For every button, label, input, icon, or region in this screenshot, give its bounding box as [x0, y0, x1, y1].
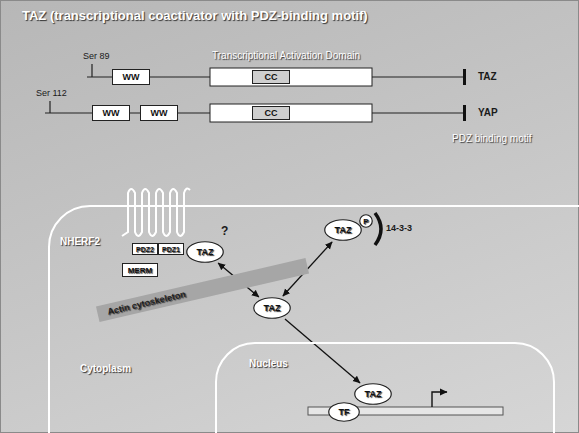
- circle-shape: [360, 215, 373, 228]
- title-text: TAZ (transcriptional coactivator with PD…: [22, 8, 368, 23]
- label-holder: PDZ binding motif: [452, 133, 531, 144]
- actin-band-text: Actin cytoskeleton: [106, 289, 186, 317]
- receptor-symbol: [122, 189, 190, 236]
- activation-domain-box: [210, 104, 372, 122]
- cell-outline-text: Cytoplasm: [80, 363, 131, 374]
- label-holder: 14-3-3: [386, 223, 412, 233]
- ellipse-shape: [187, 242, 224, 263]
- ellipse-shape: [355, 384, 392, 405]
- coiled-coil-domain-text: CC: [265, 108, 278, 118]
- pdz-domain: PDZ1: [158, 243, 184, 255]
- coiled-coil-domain: CC: [252, 70, 290, 84]
- ellipse-shape: [325, 220, 362, 241]
- transcription-factor-text: TF: [339, 407, 350, 417]
- taz-protein: TAZ: [253, 297, 291, 319]
- coiled-coil-domain-text: CC: [265, 72, 278, 82]
- ww-domain: WW: [112, 69, 150, 85]
- nucleus-outline-text: Nucleus: [249, 358, 288, 369]
- taz-protein-text: TAZ: [365, 389, 382, 399]
- coiled-coil-domain: CC: [252, 106, 290, 120]
- ww-domain-text: WW: [123, 72, 140, 82]
- ww-domain: WW: [92, 105, 130, 121]
- phosphate-circle: P: [359, 214, 373, 228]
- site-tick: [91, 64, 92, 77]
- label-holder: Transcriptional Activation Domain: [212, 50, 360, 61]
- nucleus-outline: NucleusTAZ TF: [215, 342, 555, 433]
- activation-domain-box: [210, 68, 372, 86]
- phosphate-circle-text: P: [363, 217, 368, 226]
- pdz-domain-text: PDZ2: [136, 246, 154, 253]
- label-holder: NHERF2: [60, 236, 100, 247]
- merm-domain-text: MERM: [128, 266, 152, 275]
- domain-label: Transcriptional Activation Domain: [212, 50, 360, 61]
- site-label: Ser 112: [36, 88, 67, 98]
- pdz-domain: PDZ2: [132, 243, 158, 255]
- ww-domain: WW: [140, 105, 178, 121]
- transcription-arrow: [432, 392, 447, 407]
- cell-outline: CytoplasmPDZ2PDZ1TAZMERMTAZPActin cytosk…: [48, 205, 579, 433]
- ww-domain-text: WW: [151, 108, 168, 118]
- protein-name: NHERF2: [60, 236, 100, 247]
- taz-protein-text: TAZ: [335, 225, 352, 235]
- protein-name: 14-3-3: [386, 223, 412, 233]
- pdz-binding-bar: [463, 69, 466, 85]
- protein-name: TAZ: [478, 71, 497, 82]
- pdz-domain-text: PDZ1: [162, 246, 180, 253]
- label-holder: YAP: [478, 107, 498, 118]
- label-holder: Ser 89: [83, 51, 110, 61]
- taz-protein-text: TAZ: [197, 247, 214, 257]
- site-tick: [49, 101, 50, 113]
- ww-domain-text: WW: [103, 108, 120, 118]
- ellipse-shape: [329, 403, 360, 422]
- binding-bracket: [375, 213, 381, 245]
- label-holder: Ser 112: [36, 88, 67, 98]
- pdz-binding-bar: [463, 105, 466, 121]
- taz-protein: TAZ: [186, 241, 224, 263]
- merm-domain: MERM: [122, 263, 158, 277]
- arrow-connector: [285, 319, 360, 383]
- taz-protein-text: TAZ: [264, 303, 281, 313]
- question-mark: ?: [221, 224, 228, 238]
- transcription-factor: TF: [328, 402, 360, 422]
- site-label: Ser 89: [83, 51, 110, 61]
- protein-name: YAP: [478, 107, 498, 118]
- motif-label: PDZ binding motif: [452, 133, 531, 144]
- slide-title: TAZ (transcriptional coactivator with PD…: [22, 8, 368, 23]
- ellipse-shape: [254, 298, 291, 319]
- taz-protein: TAZ: [324, 219, 362, 241]
- taz-protein: TAZ: [354, 383, 392, 405]
- label-holder: ?: [221, 224, 228, 238]
- label-holder: TAZ: [478, 71, 497, 82]
